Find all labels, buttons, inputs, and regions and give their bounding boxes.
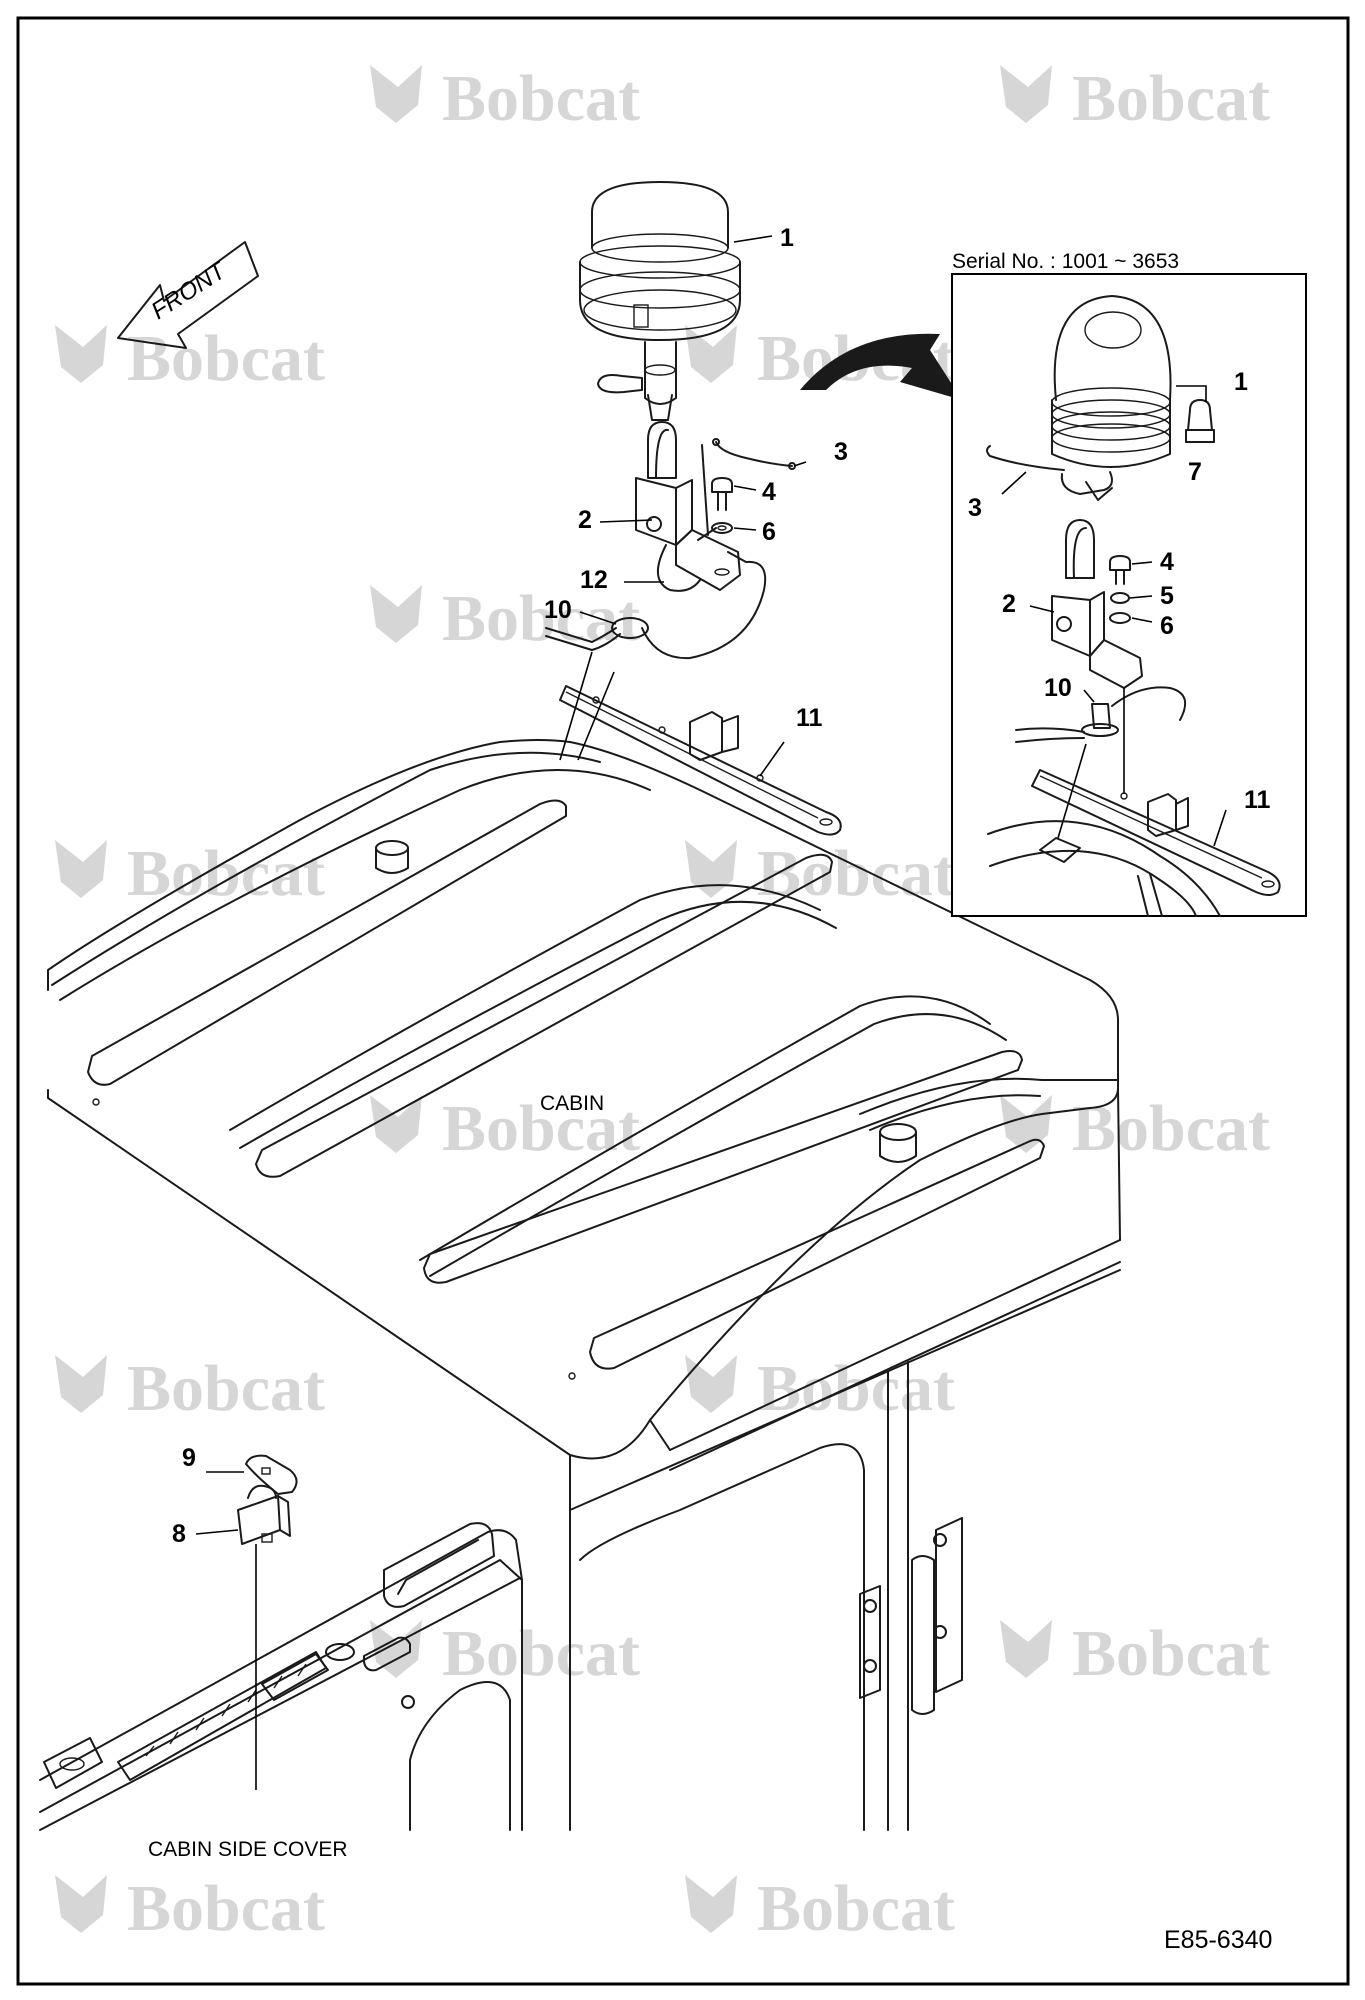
door-hinge	[859, 1517, 963, 1715]
callout-1: 1	[780, 224, 794, 252]
inset-lock-washer-part-5	[1110, 592, 1130, 604]
inset-callout-3: 3	[968, 494, 982, 522]
watermark-text: Bobcat	[127, 837, 325, 910]
inset-roof-edge	[1137, 873, 1163, 917]
cabin-side	[569, 1269, 1121, 1831]
callout-2: 2	[578, 506, 592, 534]
power-cable-part-12	[641, 551, 767, 660]
watermark-text: Bobcat	[127, 1352, 325, 1425]
watermark-text: Bobcat	[442, 582, 640, 655]
watermark-logo: Bobcat	[1000, 62, 1270, 135]
beacon-lamp	[579, 181, 741, 421]
watermark-logo: Bobcat	[55, 1872, 325, 1945]
watermark-logo: Bobcat	[370, 62, 640, 135]
drawing-number: E85-6340	[1164, 1926, 1272, 1954]
watermark-logo: Bobcat	[370, 1092, 640, 1165]
callout-9: 9	[182, 1444, 196, 1472]
inset-pointer-arrow	[800, 333, 962, 400]
inset-callout-2: 2	[1002, 590, 1016, 618]
watermark-logo: Bobcat	[55, 837, 325, 910]
cabin-roof	[47, 739, 1121, 1471]
caption-cabin: CABIN	[540, 1092, 604, 1115]
inset-callout-4: 4	[1160, 548, 1174, 576]
cabin-side-cover	[39, 1522, 523, 1831]
inset-panel	[951, 273, 1307, 917]
inset-callout-10: 10	[1044, 674, 1072, 702]
callout-8: 8	[172, 1520, 186, 1548]
watermark-layer: Bobcat Bobcat Bobcat Bobcat Bobcat Bobca…	[55, 62, 1270, 1945]
inset-roof-edge	[1039, 837, 1081, 863]
inset-callout-7: 7	[1188, 458, 1202, 486]
callout-3: 3	[834, 438, 848, 466]
watermark-text: Bobcat	[442, 1092, 640, 1165]
wire-end	[712, 438, 720, 446]
bolt-part-4	[711, 477, 733, 511]
watermark-logo: Bobcat	[55, 1352, 325, 1425]
watermark-logo: Bobcat	[55, 322, 325, 395]
inset-washer-part-6	[1109, 612, 1131, 624]
leader-lines	[195, 235, 1227, 1535]
inset-serial-label: Serial No. : 1001 ~ 3653	[952, 250, 1179, 273]
callout-11: 11	[796, 704, 823, 732]
roof-spacer	[879, 1123, 917, 1163]
rocker-switch-part-8	[237, 1484, 291, 1790]
watermark-logo: Bobcat	[1000, 1617, 1270, 1690]
watermark-text: Bobcat	[1072, 1092, 1270, 1165]
inset-bolt-part-4	[1109, 555, 1131, 585]
watermark-text: Bobcat	[757, 1872, 955, 1945]
watermark-text: Bobcat	[442, 62, 640, 135]
outer-frame	[16, 16, 1350, 1986]
power-cable-loop	[657, 544, 701, 592]
inset-roof-edge	[989, 849, 1197, 917]
inset-roof-rail-part-11	[1031, 769, 1281, 896]
inset-power-cable	[1111, 686, 1187, 721]
watermark-logo: Bobcat	[370, 1617, 640, 1690]
inset-roof-edge	[987, 820, 1221, 917]
callout-4: 4	[762, 478, 776, 506]
grommet-part-10	[545, 617, 649, 651]
watermark-logo: Bobcat	[685, 1872, 955, 1945]
watermark-text: Bobcat	[442, 1617, 640, 1690]
watermark-text: Bobcat	[127, 322, 325, 395]
inset-callout-11: 11	[1244, 786, 1271, 814]
watermark-text: Bobcat	[1072, 1617, 1270, 1690]
inset-callout-6: 6	[1160, 612, 1174, 640]
callout-10: 10	[544, 596, 572, 624]
watermark-logo: Bobcat	[685, 1352, 955, 1425]
roof-rail-part-11	[559, 685, 842, 836]
inset-wire-part-3	[986, 445, 1065, 471]
inset-callout-5: 5	[1160, 582, 1174, 610]
caption-cabin-side-cover: CABIN SIDE COVER	[148, 1838, 348, 1861]
callout-6: 6	[762, 518, 776, 546]
inset-mounting-bracket	[1051, 519, 1143, 689]
callout-12: 12	[580, 566, 608, 594]
roof-spacer	[375, 840, 409, 874]
inset-callout-1: 1	[1234, 368, 1248, 396]
watermark-text: Bobcat	[127, 1872, 325, 1945]
switch-actuator-part-9	[245, 1454, 298, 1495]
watermark-text: Bobcat	[1072, 62, 1270, 135]
wire-part-3	[715, 441, 793, 467]
mounting-bracket	[635, 421, 741, 591]
inset-beacon-lamp	[1051, 295, 1172, 501]
front-arrow-label: FRONT	[147, 256, 233, 325]
washer-part-6	[711, 522, 733, 534]
callouts-inset: Serial No. : 1001 ~ 3653 1 7 3 2 4 5 6 1…	[952, 250, 1271, 814]
callouts-main: 1 2 3 4 6 12 10 11 9 8	[172, 224, 848, 1548]
bulb-part-7	[1185, 399, 1215, 443]
